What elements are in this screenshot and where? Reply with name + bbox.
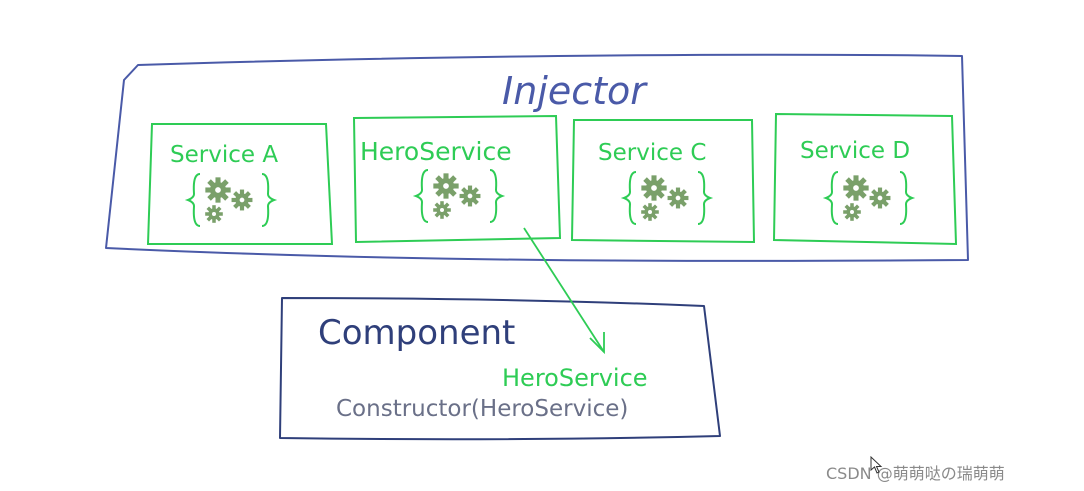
gears-icon — [415, 169, 503, 223]
service-box-c: Service C — [570, 119, 756, 244]
service-label: Service A — [170, 142, 278, 168]
gears-icon — [825, 171, 913, 225]
gears-icon — [187, 173, 275, 227]
watermark-text: CSDN @萌萌哒の瑞萌萌 — [826, 464, 1005, 483]
injection-arrow — [523, 227, 605, 355]
service-label: Service D — [800, 138, 910, 164]
component-constructor-label: Constructor(HeroService) — [336, 396, 628, 422]
gears-icon — [623, 171, 711, 225]
service-box-heroservice: HeroService — [352, 114, 562, 244]
component-title: Component — [318, 313, 515, 353]
injector-box — [105, 53, 969, 262]
component-injected-label: HeroService — [502, 364, 648, 392]
component-box — [279, 297, 721, 441]
injector-label: Injector — [502, 69, 648, 113]
service-label: Service C — [598, 140, 706, 166]
service-box-d: Service D — [772, 112, 958, 246]
cursor-icon — [870, 456, 883, 474]
service-label: HeroService — [360, 137, 512, 166]
service-box-a: Service A — [146, 123, 334, 245]
